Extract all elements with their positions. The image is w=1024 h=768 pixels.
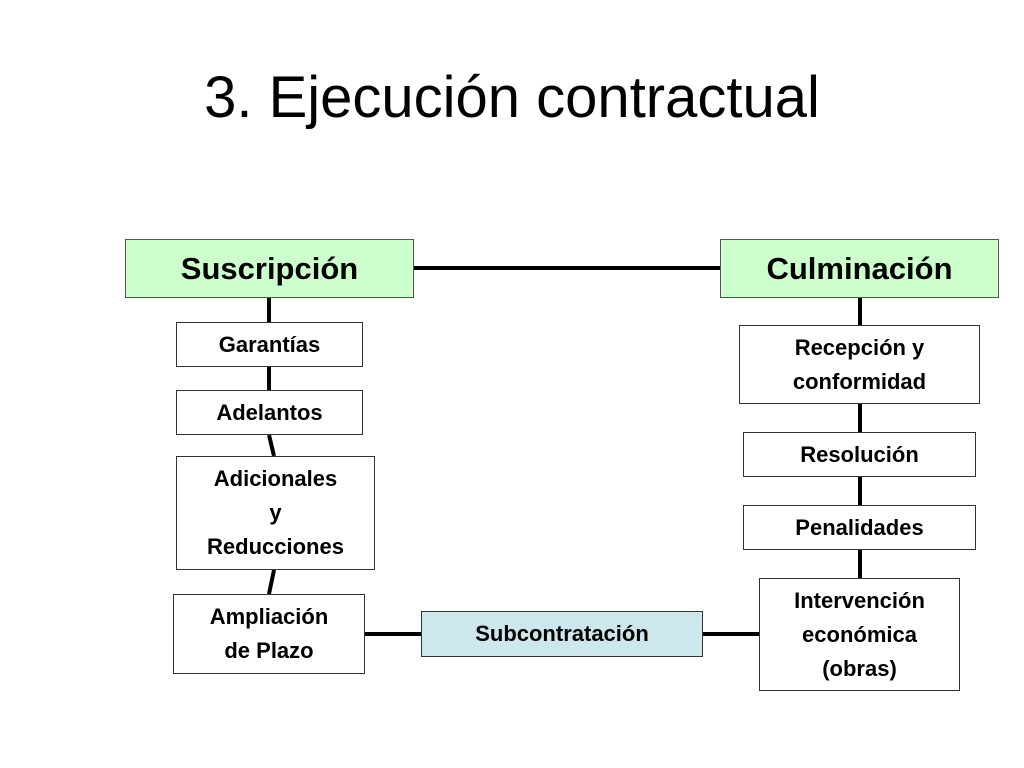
slide-title: 3. Ejecución contractual bbox=[204, 65, 820, 130]
culminacion-header: Culminación bbox=[720, 239, 999, 298]
subcontratacion-box: Subcontratación bbox=[421, 611, 703, 657]
suscripcion-header: Suscripción bbox=[125, 239, 414, 298]
recepcion-conformidad-box: Recepción y conformidad bbox=[739, 325, 980, 404]
intervencion-economica-box: Intervención económica (obras) bbox=[759, 578, 960, 691]
penalidades-box: Penalidades bbox=[743, 505, 976, 550]
garantias-box: Garantías bbox=[176, 322, 363, 367]
connector-adicionales-ampliacion bbox=[267, 569, 276, 595]
resolucion-box: Resolución bbox=[743, 432, 976, 477]
ampliacion-plazo-box: Ampliación de Plazo bbox=[173, 594, 365, 674]
adelantos-box: Adelantos bbox=[176, 390, 363, 435]
adicionales-reducciones-box: Adicionales y Reducciones bbox=[176, 456, 375, 570]
connector-adelantos-adicionales bbox=[267, 434, 276, 457]
